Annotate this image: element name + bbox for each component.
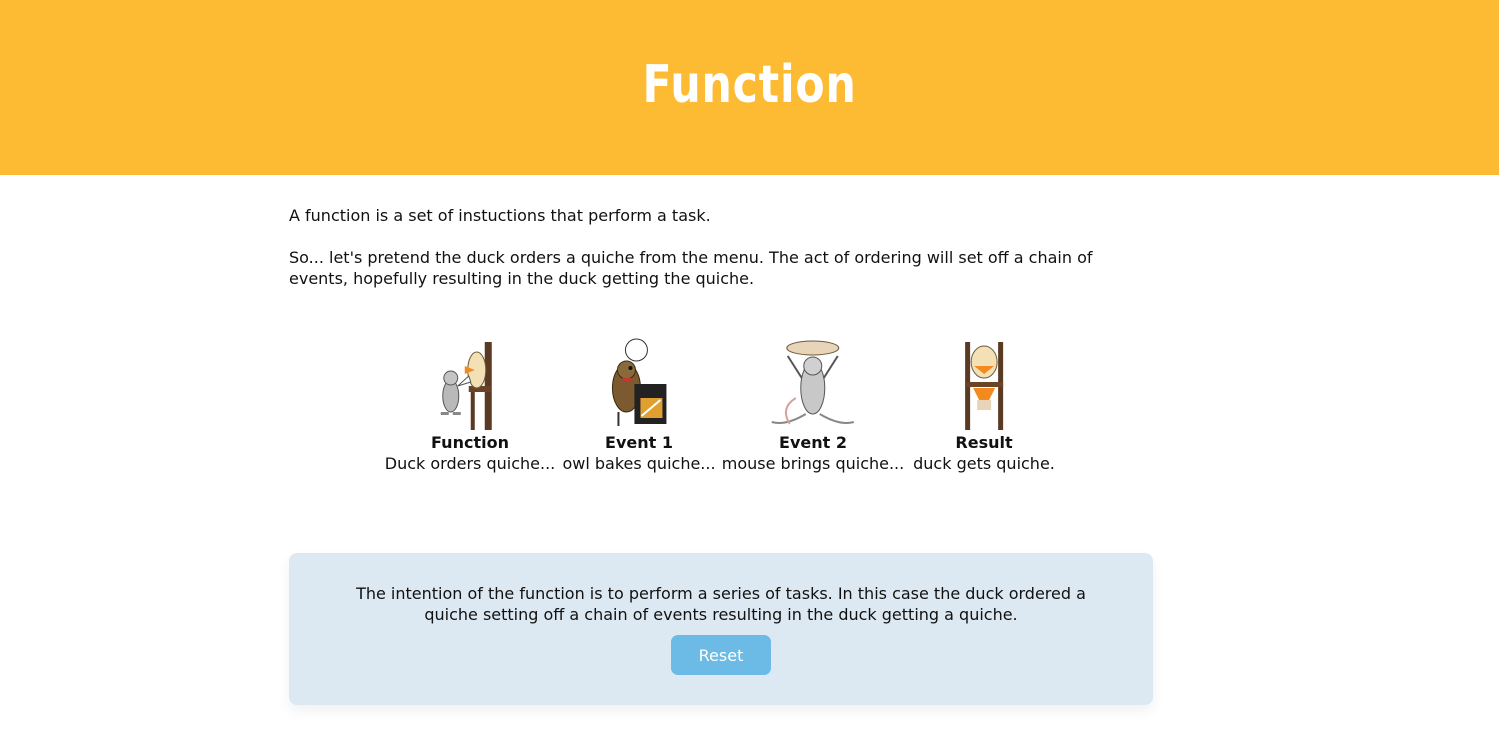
intro-scenario: So... let's pretend the duck orders a qu… (289, 248, 1093, 288)
owl-baking-icon (611, 338, 666, 426)
page-title: Function (642, 54, 857, 115)
step-title: Event 1 (605, 433, 673, 452)
reset-button[interactable]: Reset (671, 635, 771, 675)
step-description: Duck orders quiche... (384, 454, 556, 473)
step-description: mouse brings quiche... (721, 454, 905, 473)
main-content: A function is a set of instuctions that … (289, 175, 1153, 705)
step-title: Function (431, 433, 509, 452)
summary-panel: The intention of the function is to perf… (289, 553, 1153, 705)
step-function: Function Duck orders quiche... (385, 338, 555, 474)
step-title: Event 2 (779, 433, 847, 452)
step-description: duck gets quiche. (913, 454, 1055, 473)
page-header: Function (0, 0, 1499, 175)
step-result: Result duck gets quiche. (913, 338, 1055, 474)
intro-definition: A function is a set of instuctions that … (289, 206, 711, 225)
duck-ordering-icon (440, 342, 492, 430)
summary-text: The intention of the function is to perf… (356, 584, 1086, 624)
duck-eating-icon (965, 342, 1003, 430)
mouse-serving-icon (771, 340, 855, 425)
intro-text: A function is a set of instuctions that … (289, 205, 1153, 289)
step-event-1: Event 1 owl bakes quiche... (562, 338, 716, 474)
step-description: owl bakes quiche... (562, 454, 716, 473)
function-steps: Function Duck orders quiche... Event 1 o… (289, 338, 1153, 478)
step-title: Result (955, 433, 1013, 452)
step-event-2: Event 2 mouse brings quiche... (722, 338, 904, 474)
